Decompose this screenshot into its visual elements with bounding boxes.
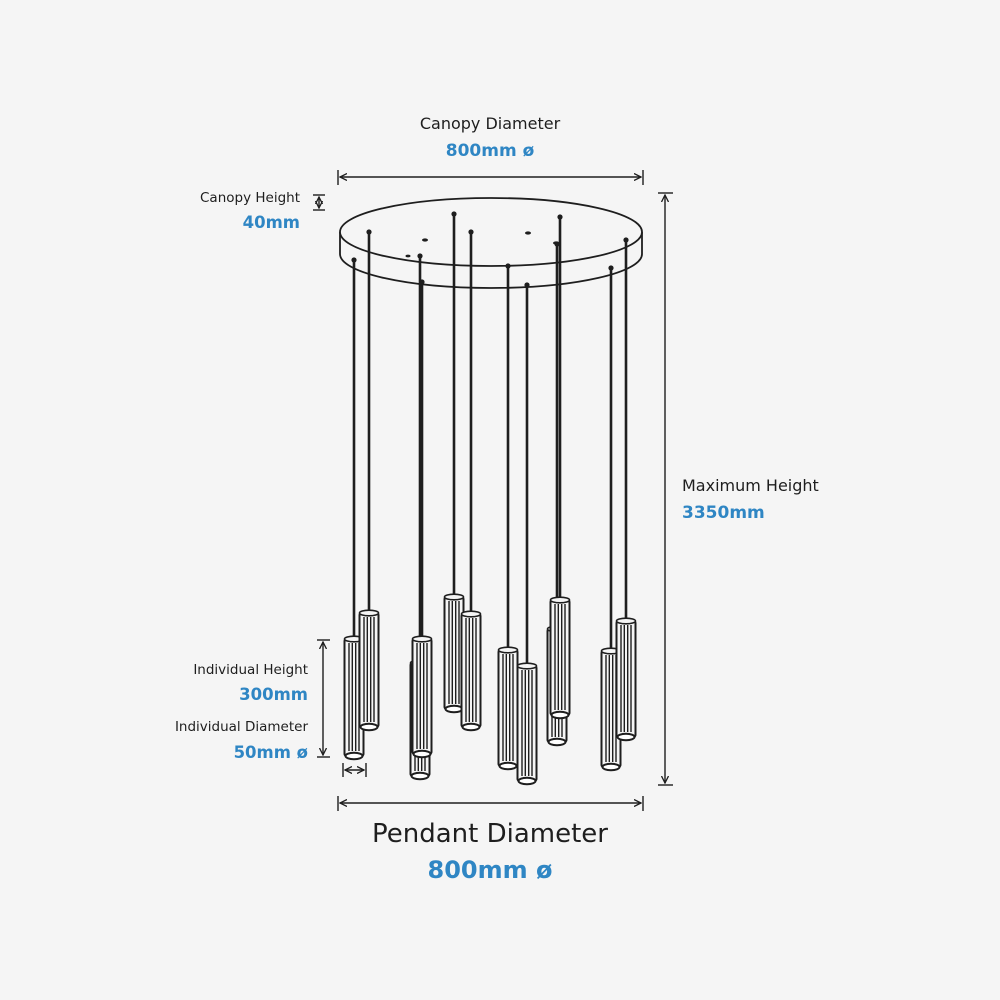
lamp-top-cap — [615, 617, 637, 625]
lamp-bottom-lens — [444, 704, 464, 714]
pendant-lamp — [615, 237, 637, 742]
canopy-mount-holes — [405, 231, 559, 258]
canopy-diameter-title: Canopy Diameter — [419, 114, 561, 133]
lamp-top-cap — [516, 662, 538, 670]
lamp-top-cap — [443, 593, 465, 601]
canopy-height-value: 40mm — [242, 213, 300, 232]
canopy — [339, 197, 643, 289]
lamp-bottom-lens — [517, 776, 537, 786]
lamp-body — [411, 638, 433, 755]
lamp-body — [358, 612, 380, 728]
pendant-diameter-dimension-line — [337, 796, 644, 811]
maximum-height-title: Maximum Height — [682, 476, 819, 495]
canopy-height-dimension-line — [313, 194, 325, 211]
individual-height-value: 300mm — [239, 685, 308, 704]
canopy-height-title: Canopy Height — [200, 190, 300, 206]
individual-diameter-value: 50mm ø — [233, 743, 308, 762]
lamp-bottom-lens — [410, 771, 430, 781]
pendant-diameter-value: 800mm ø — [427, 856, 553, 884]
pendant-lamp — [460, 229, 482, 732]
lamp-body — [497, 649, 519, 767]
dimension-lines — [313, 170, 673, 811]
canopy-diameter-value: 800mm ø — [445, 141, 535, 161]
lamp-bottom-lens — [344, 751, 364, 761]
pendant-lamp — [516, 282, 538, 786]
lamp-bottom-lens — [550, 710, 570, 720]
maximum-height-value: 3350mm — [682, 503, 765, 523]
lamp-top-cap — [411, 635, 433, 643]
lamp-body — [615, 620, 637, 738]
lamp-bottom-lens — [616, 732, 636, 742]
pendants — [343, 211, 637, 786]
individual-diameter-dimension-line — [342, 763, 367, 777]
pendant-lamp — [497, 263, 519, 771]
lamp-body — [460, 613, 482, 728]
lamp-bottom-lens — [498, 761, 518, 771]
maximum-height-dimension-line — [658, 192, 673, 786]
lamp-top-cap — [460, 610, 482, 618]
lamp-top-cap — [358, 609, 380, 617]
individual-diameter-title: Individual Diameter — [174, 719, 308, 735]
canopy-diameter-dimension-line — [337, 170, 644, 185]
pendant-lamp — [443, 211, 465, 714]
lamp-bottom-lens — [461, 722, 481, 732]
pendant-lamp — [549, 214, 571, 720]
lamp-bottom-lens — [412, 749, 432, 759]
lamp-bottom-lens — [547, 737, 567, 747]
lamp-body — [516, 665, 538, 782]
lamp-body — [549, 599, 571, 716]
lamp-bottom-lens — [601, 762, 621, 772]
pendant-lamp — [358, 229, 380, 732]
lamp-top-cap — [549, 596, 571, 604]
lamp-top-cap — [497, 646, 519, 654]
pendant-lamp — [411, 279, 433, 759]
individual-height-title: Individual Height — [193, 662, 308, 678]
individual-height-dimension-line — [317, 639, 330, 758]
lamp-bottom-lens — [359, 722, 379, 732]
pendant-diameter-title: Pendant Diameter — [372, 819, 608, 849]
